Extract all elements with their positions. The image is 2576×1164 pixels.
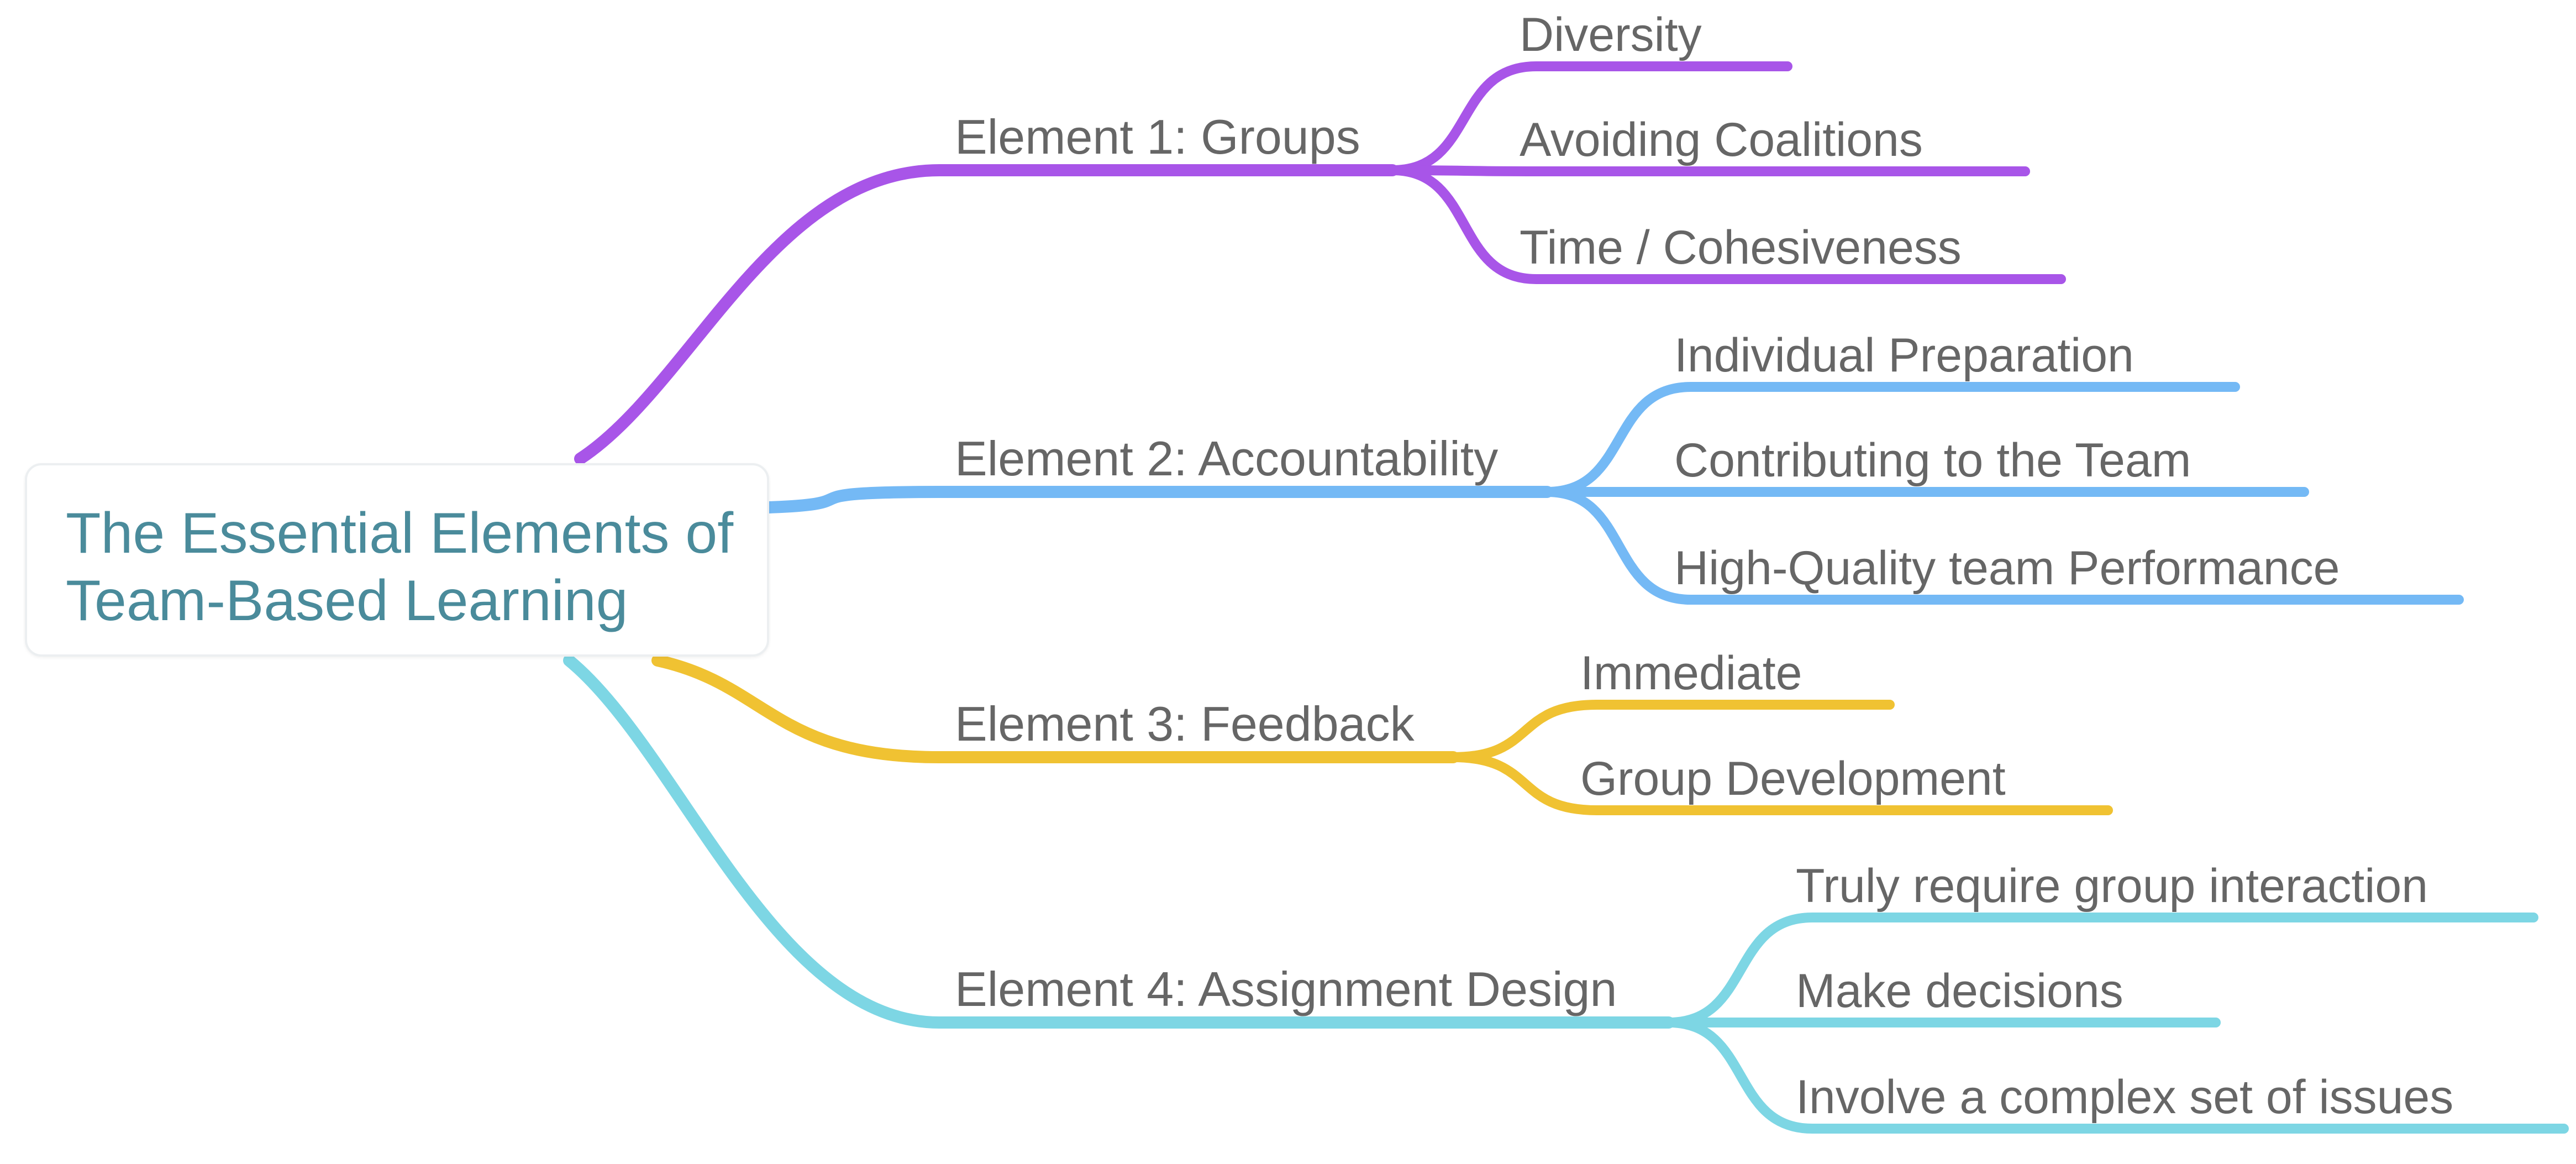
branch-1-child-1-label[interactable]: Diversity xyxy=(1520,8,1702,61)
branch-3-connector xyxy=(651,654,1459,763)
branch-2-child-2-label[interactable]: Contributing to the Team xyxy=(1674,434,2191,487)
root-node[interactable]: The Essential Elements of Team-Based Lea… xyxy=(25,463,769,657)
branch-4-child-2-label[interactable]: Make decisions xyxy=(1796,964,2123,1018)
branch-2-label[interactable]: Element 2: Accountability xyxy=(955,431,1498,486)
branch-3-child-1-connector xyxy=(1448,700,1895,762)
branch-1-connector xyxy=(574,164,1399,465)
branch-4-connector xyxy=(563,654,1675,1029)
branch-4-child-1-connector xyxy=(1664,913,2538,1027)
branch-2-child-3-label[interactable]: High-Quality team Performance xyxy=(1674,542,2340,595)
branch-4-child-1-label[interactable]: Truly require group interaction xyxy=(1796,859,2428,913)
branch-4-child-3-connector xyxy=(1664,1018,2569,1134)
branch-3-child-2-connector xyxy=(1448,752,2113,815)
branch-2-child-1-label[interactable]: Individual Preparation xyxy=(1674,329,2134,382)
branch-4-child-3-label[interactable]: Involve a complex set of issues xyxy=(1796,1071,2453,1124)
root-node-title: The Essential Elements of Team-Based Lea… xyxy=(66,501,734,633)
branch-1-child-3-connector xyxy=(1387,165,2066,284)
branch-2-child-1-connector xyxy=(1542,382,2240,497)
branch-3-child-1-label[interactable]: Immediate xyxy=(1580,647,1802,700)
branch-2-child-3-connector xyxy=(1542,487,2464,605)
branch-1-child-2-label[interactable]: Avoiding Coalitions xyxy=(1520,113,1923,166)
branch-1-child-2-connector xyxy=(1387,165,2030,176)
branch-2-connector xyxy=(762,486,1553,513)
branch-3-label[interactable]: Element 3: Feedback xyxy=(955,696,1415,751)
branch-4-label[interactable]: Element 4: Assignment Design xyxy=(955,962,1617,1016)
branch-1-label[interactable]: Element 1: Groups xyxy=(955,109,1360,164)
branch-1-child-3-label[interactable]: Time / Cohesiveness xyxy=(1520,221,1962,274)
branch-1-child-1-connector xyxy=(1387,61,1792,175)
branch-3-child-2-label[interactable]: Group Development xyxy=(1580,752,2006,805)
